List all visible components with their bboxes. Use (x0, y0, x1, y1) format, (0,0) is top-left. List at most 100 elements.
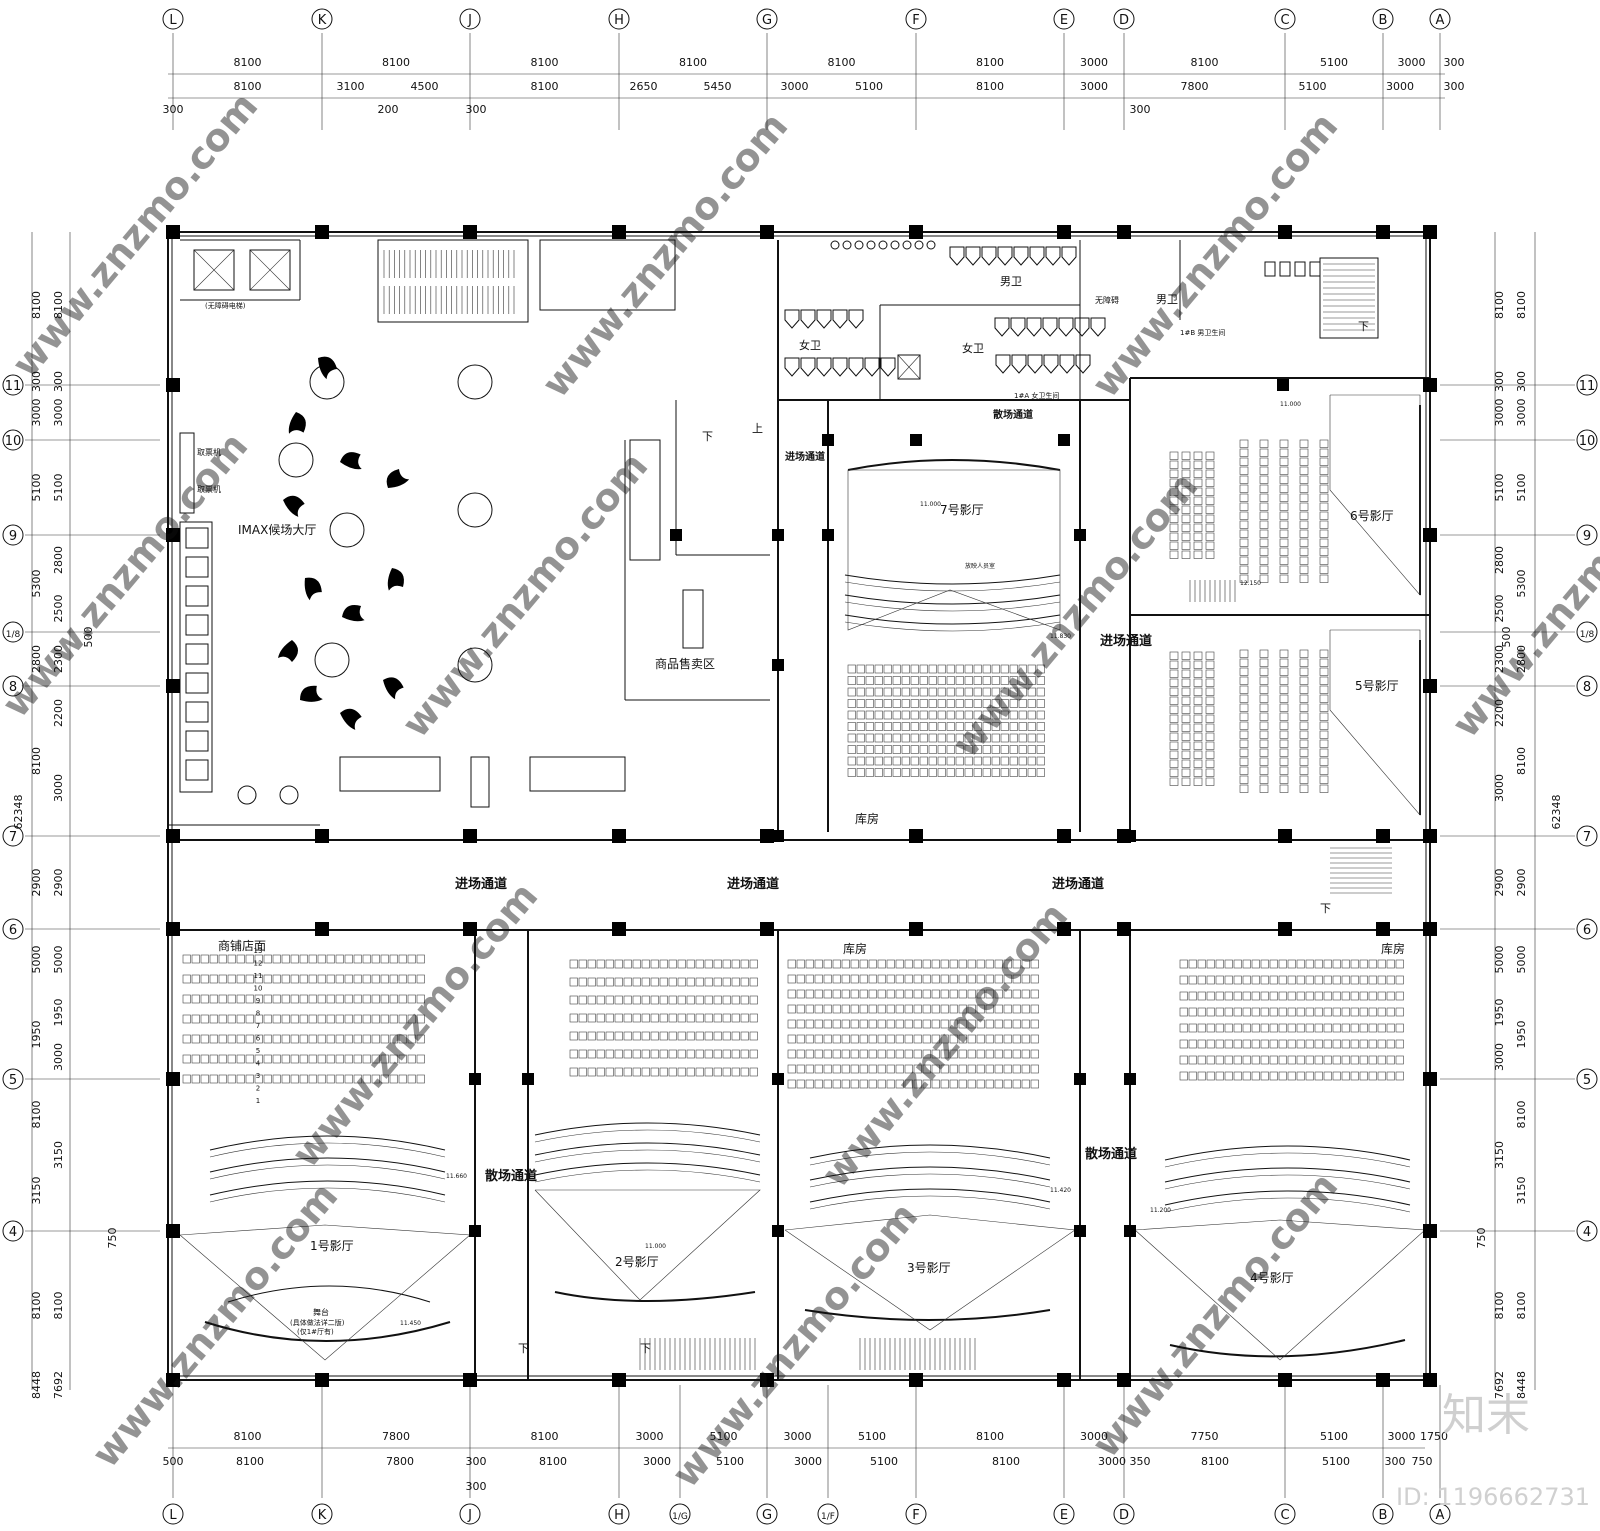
seat-512 (740, 1031, 749, 1041)
toilet-e-3 (832, 357, 848, 377)
label-hall-2: 2号影厅 (615, 1255, 659, 1269)
seat-1127 (1319, 502, 1329, 511)
dim-left-inner-11: 1950 (52, 999, 65, 1027)
seat-569 (904, 959, 913, 969)
seat-332 (218, 1034, 227, 1044)
seat-381 (416, 1054, 425, 1064)
planters (339, 756, 626, 808)
seat-1154 (1181, 678, 1191, 687)
seat-1028 (1181, 523, 1191, 532)
seat-1120 (1319, 439, 1329, 448)
seat-277 (209, 994, 218, 1004)
seat-739 (922, 1049, 931, 1059)
seat-337 (263, 1034, 272, 1044)
seat-45 (856, 687, 865, 697)
seat-181 (892, 756, 901, 766)
dim-left-outer-11: 3150 (30, 1177, 43, 1205)
seat-1259 (1299, 784, 1309, 793)
seat-297 (389, 994, 398, 1004)
seat-1190 (1205, 732, 1215, 741)
seat-1203 (1239, 712, 1249, 721)
toilet-b-4 (1058, 317, 1074, 337)
seat-353 (407, 1034, 416, 1044)
seat-1066 (1239, 529, 1249, 538)
seat-44 (847, 687, 856, 697)
seat-684 (931, 1019, 940, 1029)
seat-300 (416, 994, 425, 1004)
seat-1142 (1169, 705, 1179, 714)
seat-421 (677, 959, 686, 969)
seat-527 (686, 1049, 695, 1059)
seat-38 (991, 676, 1000, 685)
seat-183 (910, 756, 919, 766)
dim-bottom-r1-0: 8100 (234, 1430, 262, 1443)
seat-798 (949, 1079, 958, 1089)
hall1-row-number-2: 11 (254, 972, 263, 980)
seat-1204 (1239, 721, 1249, 730)
seat-400 (344, 1074, 353, 1084)
seat-523 (650, 1049, 659, 1059)
dim-right-inner-3: 5100 (1493, 474, 1506, 502)
seat-347 (353, 1034, 362, 1044)
column-40 (909, 922, 923, 936)
seat-1171 (1193, 696, 1203, 705)
seat-534 (749, 1049, 758, 1059)
seat-887 (1215, 1007, 1224, 1017)
seat-409 (569, 959, 578, 969)
dim-top-r1-7: 8100 (1191, 56, 1219, 69)
seat-34 (955, 676, 964, 685)
seat-1170 (1193, 687, 1203, 696)
seat-375 (362, 1054, 371, 1064)
sink-6 (902, 240, 912, 250)
axis-label-bottom-8: E (1060, 1508, 1068, 1523)
seat-847 (1305, 975, 1314, 985)
seat-988 (1224, 1071, 1233, 1081)
seat-497 (605, 1031, 614, 1041)
seat-624 (895, 989, 904, 999)
seat-840 (1242, 975, 1251, 985)
seat-602 (949, 974, 958, 984)
seat-1143 (1169, 714, 1179, 723)
seat-158 (883, 745, 892, 754)
seat-248 (191, 974, 200, 984)
column-63 (469, 1073, 481, 1085)
level-marks: 11.000 11.830 11.450 12.150 11.660 11.42… (400, 401, 1301, 1327)
seat-1193 (1205, 759, 1215, 768)
axis-label-left-3: 1/8 (6, 630, 21, 640)
seat-452 (578, 995, 587, 1005)
seat-490 (731, 1013, 740, 1023)
seat-143 (946, 733, 955, 743)
dim-bottom-r3-0: 300 (466, 1480, 487, 1493)
seat-1130 (1319, 529, 1329, 538)
seat-75 (928, 699, 937, 708)
seat-402 (362, 1074, 371, 1084)
seat-947 (1305, 1039, 1314, 1049)
seat-53 (928, 687, 937, 697)
dim-right-inner-6: 2300 (1493, 645, 1506, 673)
seat-465 (695, 995, 704, 1005)
seat-785 (832, 1079, 841, 1089)
fish-decor-6 (387, 568, 404, 591)
seat-1035 (1193, 478, 1203, 487)
hall1-row-number-5: 8 (256, 1010, 260, 1018)
seat-866 (1251, 991, 1260, 1001)
seat-1106 (1299, 457, 1309, 466)
dim-bottom-r1-8: 3000 (1080, 1430, 1108, 1443)
lounge-chair-0 (185, 527, 209, 549)
seat-1022 (1181, 469, 1191, 478)
dim-top-r1-6: 3000 (1080, 56, 1108, 69)
seat-1070 (1239, 565, 1249, 574)
seat-818 (1269, 959, 1278, 969)
seat-1201 (1239, 694, 1249, 703)
seat-142 (937, 733, 946, 743)
axis-label-right-1: 10 (1579, 434, 1596, 449)
seat-925 (1332, 1023, 1341, 1033)
seat-433 (596, 977, 605, 987)
seat-427 (731, 959, 740, 969)
axis-bubble-right-4 (1576, 675, 1598, 697)
dim-bottom-r1-1: 7800 (382, 1430, 410, 1443)
seat-291 (335, 994, 344, 1004)
seat-700 (823, 1034, 832, 1044)
seat-185 (928, 756, 937, 766)
label-hall-1: 1号影厅 (310, 1239, 354, 1253)
